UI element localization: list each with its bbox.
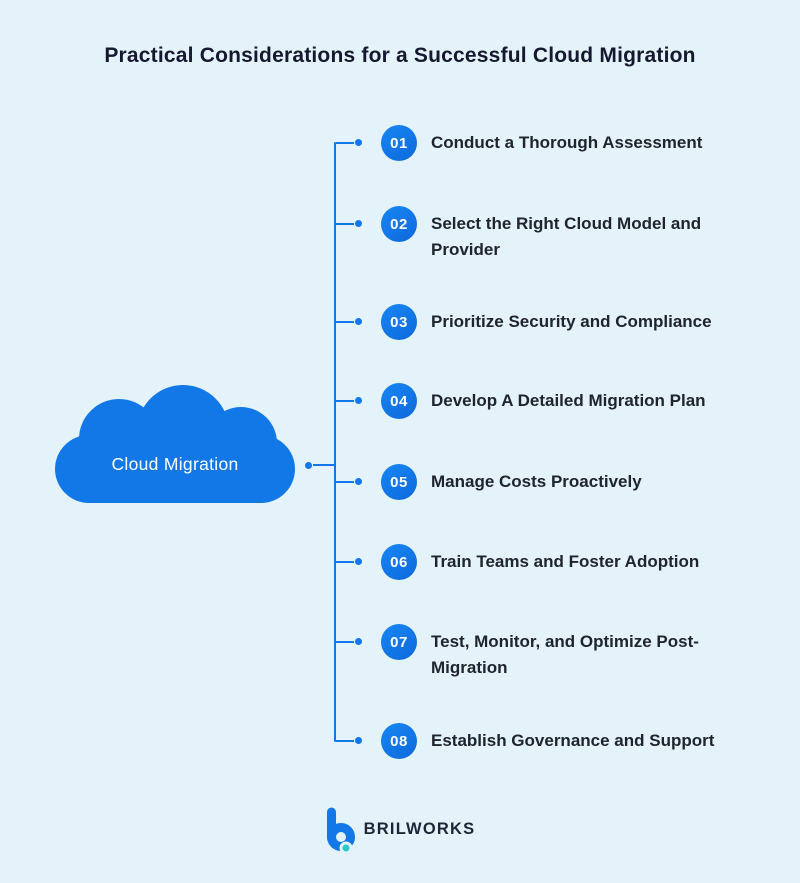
step-number-badge: 06 <box>381 544 417 580</box>
connector-tick <box>336 142 354 144</box>
cloud-node: Cloud Migration <box>55 383 295 503</box>
step-label: Train Teams and Foster Adoption <box>431 552 700 571</box>
step-number-badge: 05 <box>381 464 417 500</box>
connector-tick <box>336 740 354 742</box>
step-row-5: 05 Manage Costs Proactively <box>336 464 642 500</box>
step-label: Conduct a Thorough Assessment <box>431 133 703 152</box>
step-label: Manage Costs Proactively <box>431 472 642 491</box>
cloud-connector-dot <box>305 462 312 469</box>
connector-dot <box>355 397 362 404</box>
connector-tick <box>336 481 354 483</box>
spine-connector-line <box>334 142 336 742</box>
step-label: Develop A Detailed Migration Plan <box>431 391 706 410</box>
step-number-badge: 08 <box>381 723 417 759</box>
cloud-connector-line <box>313 464 335 466</box>
connector-dot <box>355 139 362 146</box>
brilworks-b-icon <box>326 807 355 852</box>
step-number-badge: 03 <box>381 304 417 340</box>
step-number-badge: 07 <box>381 624 417 660</box>
brand-name: BRILWORKS <box>363 819 476 838</box>
step-label: Test, Monitor, and Optimize Post-Migrati… <box>431 632 699 677</box>
connector-tick <box>336 223 354 225</box>
step-row-7: 07 Test, Monitor, and Optimize Post-Migr… <box>336 624 771 681</box>
step-row-4: 04 Develop A Detailed Migration Plan <box>336 383 706 419</box>
step-number-badge: 01 <box>381 125 417 161</box>
page-title: Practical Considerations for a Successfu… <box>104 44 696 67</box>
connector-dot <box>355 318 362 325</box>
connector-tick <box>336 641 354 643</box>
connector-tick <box>336 400 354 402</box>
step-label: Prioritize Security and Compliance <box>431 312 712 331</box>
connector-dot <box>355 220 362 227</box>
footer-brand: BRILWORKS <box>0 806 800 852</box>
cloud-label: Cloud Migration <box>111 454 239 474</box>
step-label: Select the Right Cloud Model and Provide… <box>431 214 702 259</box>
connector-tick <box>336 321 354 323</box>
connector-tick <box>336 561 354 563</box>
connector-dot <box>355 558 362 565</box>
step-row-8: 08 Establish Governance and Support <box>336 723 714 759</box>
step-row-1: 01 Conduct a Thorough Assessment <box>336 125 702 161</box>
step-row-3: 03 Prioritize Security and Compliance <box>336 304 712 340</box>
cloud-icon <box>55 385 295 503</box>
step-row-6: 06 Train Teams and Foster Adoption <box>336 544 699 580</box>
step-number-badge: 02 <box>381 206 417 242</box>
step-label: Establish Governance and Support <box>431 731 715 750</box>
connector-dot <box>355 478 362 485</box>
connector-dot <box>355 638 362 645</box>
step-row-2: 02 Select the Right Cloud Model and Prov… <box>336 206 771 263</box>
step-number-badge: 04 <box>381 383 417 419</box>
connector-dot <box>355 737 362 744</box>
